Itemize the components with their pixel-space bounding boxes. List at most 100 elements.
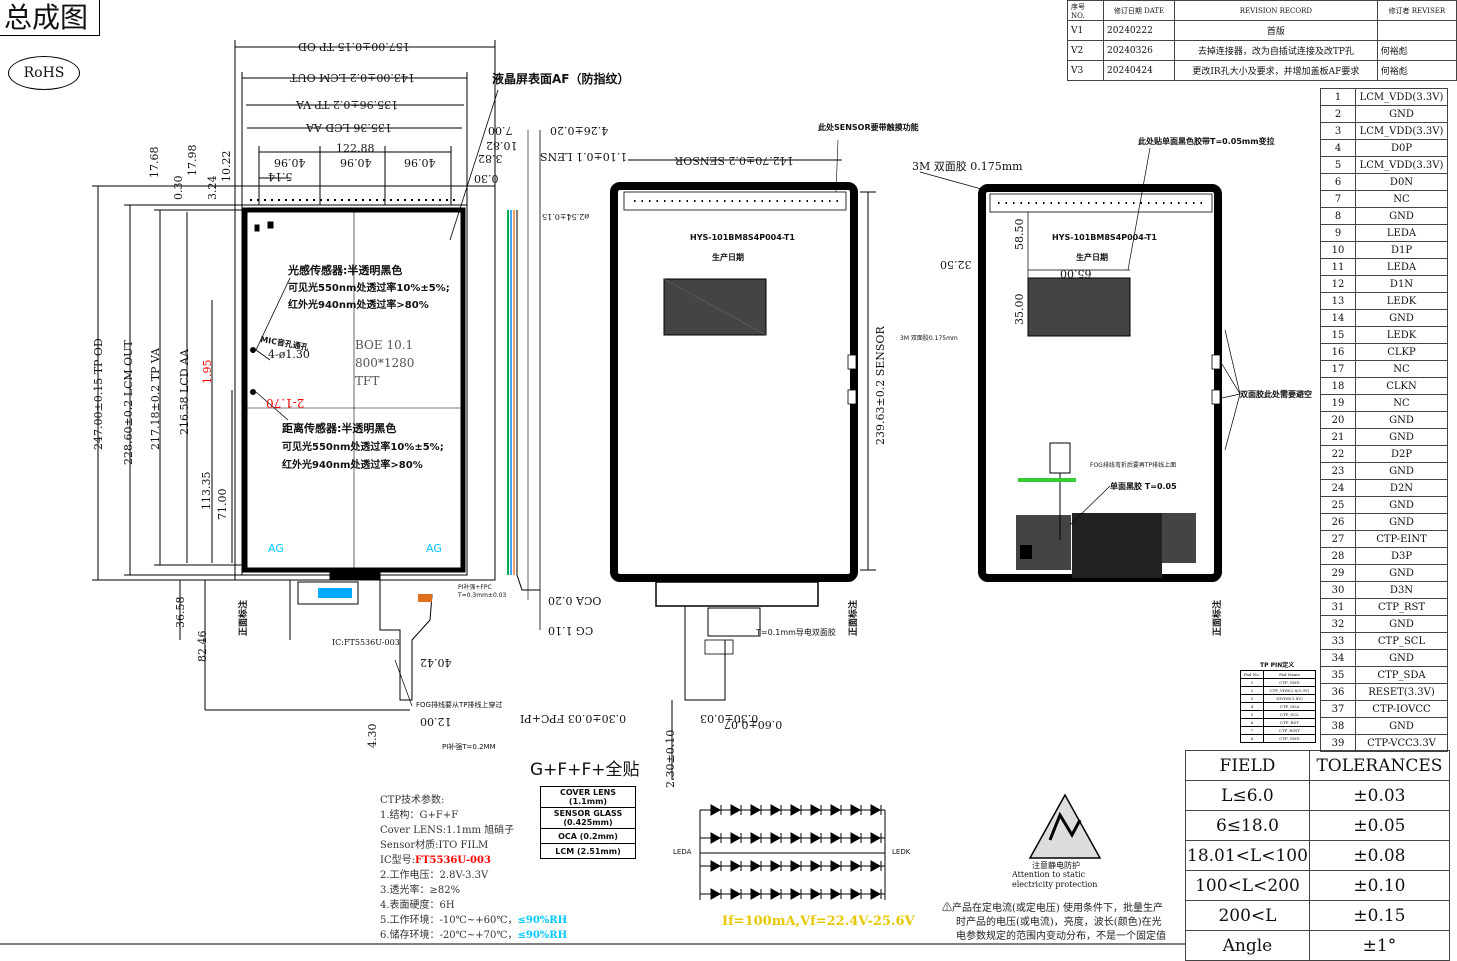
dim-32-50: 32.50 [940, 258, 972, 271]
led-diode [710, 860, 722, 872]
led-diode [870, 888, 882, 900]
dim-cg: CG 1.10 [548, 624, 594, 637]
front-mark-1: 正面标注 [239, 599, 249, 636]
dim-back-fpc2: 0.60±0.07 [724, 718, 783, 731]
dim-hole: ø2.54±0.15 [542, 212, 590, 221]
led-diode [730, 804, 742, 816]
front-mark-2: 正面标注 [849, 599, 859, 636]
led-diode [750, 860, 762, 872]
light-sensor-line2: 可见光550nm处透过率10%±5%; [288, 283, 450, 294]
led-diode [750, 832, 762, 844]
dim-lcd-aa-h: 135.36 LCD AA [306, 121, 392, 134]
led-diode [850, 888, 862, 900]
esd-en1: Attention to static [1012, 870, 1086, 879]
led-circuit [699, 804, 886, 900]
led-diode [790, 888, 802, 900]
rohs-mark: RoHS [8, 56, 80, 90]
dim-tp-va-v: 217.18±0.2 TP VA [149, 347, 162, 450]
led-spec: If=100mA,Vf=22.4V-25.6V [722, 914, 915, 929]
tolerance-row: L≤6.0±0.03 [1185, 780, 1451, 811]
esd-en2: electricity protection [1012, 880, 1098, 889]
side-view [507, 130, 541, 630]
stack-title: G+F+F+全贴 [530, 760, 640, 780]
led-diode [730, 888, 742, 900]
tolerance-row: 18.01<L<100±0.08 [1185, 840, 1451, 871]
back-view [610, 139, 876, 780]
led-diode [710, 804, 722, 816]
dim-sensor-v: 239.63±0.2 SENSOR [874, 326, 887, 445]
led-diode [750, 888, 762, 900]
ag-right: AG [426, 542, 442, 555]
dim-tp-od-v: 247.00±0.15 TP OD [92, 338, 105, 450]
rear-model: HYS-101BM8S4P004-T1 [1052, 233, 1157, 242]
dim-71: 71.00 [216, 488, 229, 521]
ag-left: AG [268, 542, 284, 555]
red-dim-2-1-70: 2-1.70 [266, 396, 305, 410]
dim-40-b: 40.96 [340, 156, 372, 169]
dim-40-a: 40.96 [274, 156, 306, 169]
tape-label-back: 3M 双面胶0.175mm [900, 335, 958, 342]
led-diode [730, 860, 742, 872]
led-diode [870, 832, 882, 844]
tolerance-row: 6≤18.0±0.05 [1185, 810, 1451, 841]
led-diode [770, 804, 782, 816]
revision-table: 序号 NO. 修订日期 DATE REVISION RECORD 修订者 REV… [1066, 0, 1457, 81]
dim-3-24: 3.24 [206, 175, 219, 201]
prox-sensor-line1: 距离传感器:半透明黑色 [282, 422, 397, 435]
drawing-title: 总成图 [0, 0, 100, 36]
dim-4-26: 4.26±0.20 [550, 124, 609, 137]
dim-lcm-out-v: 228.60±0.2 LCM OUT [122, 340, 135, 465]
led-diode [830, 832, 842, 844]
dim-122: 122.88 [336, 142, 375, 155]
af-label: 液晶屏表面AF（防指纹） [492, 72, 630, 86]
led-diode [770, 888, 782, 900]
esd-cn: 注意静电防护 [1032, 861, 1080, 870]
led-diode [830, 860, 842, 872]
prox-sensor-line2: 可见光550nm处透过率10%±5%; [282, 442, 444, 453]
led-diode [790, 832, 802, 844]
tape-note: 此处贴单面黑色胶带T=0.05mm变拉 [1138, 137, 1275, 146]
front-view [92, 40, 499, 711]
led-diode [810, 832, 822, 844]
dim-oca: OCA 0.20 [548, 594, 602, 607]
dim-10-82: 10.82 [486, 139, 518, 152]
dim-58-50: 58.50 [1013, 218, 1026, 251]
ctp-params: CTP技术参数: 1.结构：G+F+F Cover LENS:1.1mm 旭硝子… [380, 795, 568, 941]
light-sensor-line1: 光感传感器:半透明黑色 [288, 264, 403, 277]
back-date: 生产日期 [712, 253, 744, 262]
dim-36-58: 36.58 [174, 596, 187, 629]
dim-tp-va-h: 135.96±0.2 TP VA [296, 98, 399, 111]
dim-35-00: 35.00 [1013, 293, 1026, 326]
dim-65-00: 65.00 [1060, 267, 1092, 280]
led-diode [790, 804, 802, 816]
led-diode [850, 804, 862, 816]
dim-2-30: 2.30±0.10 [664, 729, 677, 788]
dim-40-c: 40.96 [404, 156, 436, 169]
tolerance-row: 100<L<200±0.10 [1185, 870, 1451, 901]
led-diode [750, 804, 762, 816]
dbl-tape-note: 双面胶此处需要避空 [1240, 390, 1312, 399]
led-diode [870, 804, 882, 816]
conductive-tape: T=0.1mm导电双面胶 [756, 628, 836, 637]
panel-brand: BOE 10.1 [355, 338, 414, 352]
dim-lcm-out-h: 143.00±0.2 LCM OUT [290, 71, 415, 84]
ic-label: IC:FT5536U-003 [332, 638, 400, 647]
esd-icon [1028, 793, 1102, 859]
